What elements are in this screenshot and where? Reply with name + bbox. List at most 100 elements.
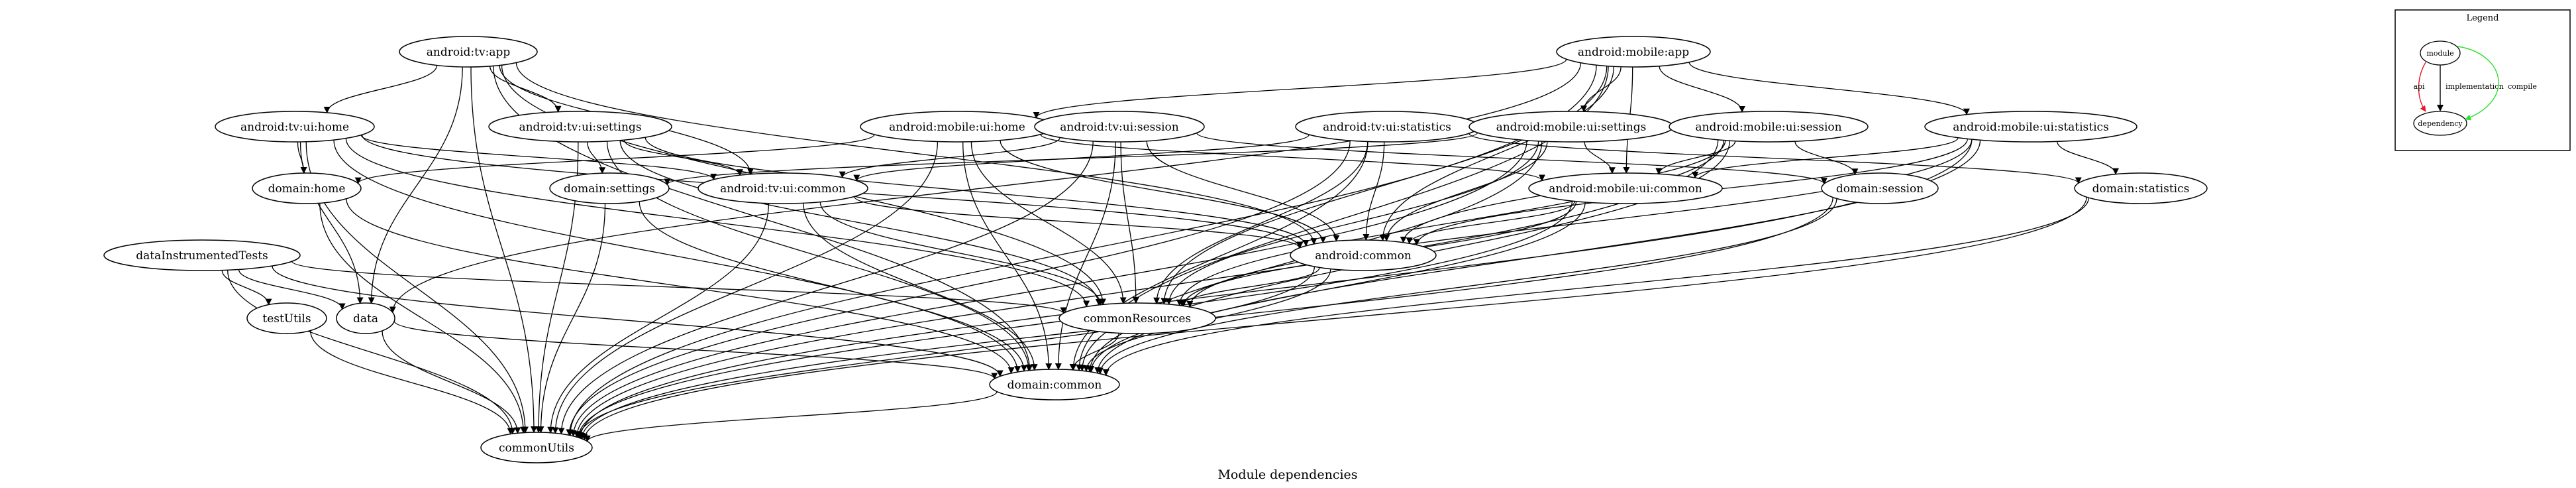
edge-mobile-ui-home-to-android-common [1000,140,1327,243]
node-common-utils: commonUtils [480,432,593,463]
edge-tv-ui-statistics-to-tv-ui-common [853,134,1310,182]
node-label: domain:home [268,182,346,196]
edge-data-to-common-utils [382,330,521,434]
node-label: android:tv:ui:statistics [1323,121,1451,134]
node-test-utils: testUtils [246,302,327,334]
edge-domain-settings-to-domain-common [639,201,1027,372]
legend-dependency-label: dependency [2418,119,2463,128]
edge-data-instrumented-tests-to-domain-common [272,266,1004,377]
edge-tv-ui-settings-to-common-resources [619,140,1102,306]
node-domain-common: domain:common [989,369,1120,400]
edge-mobile-ui-session-to-common-resources [1176,140,1724,306]
edge-tv-ui-common-to-common-resources [819,202,1104,306]
node-mobile-ui-settings: android:mobile:ui:settings [1468,111,1674,143]
edge-mobile-ui-statistics-to-mobile-ui-common [1692,137,1959,178]
node-mobile-ui-home: android:mobile:ui:home [860,111,1055,143]
node-label: domain:settings [564,182,655,196]
edge-mobile-ui-settings-to-domain-settings [664,132,1478,186]
node-tv-ui-common: android:tv:ui:common [697,172,868,204]
edge-android-common-to-common-utils [576,267,1315,439]
edge-tv-ui-session-to-common-resources [1120,141,1139,304]
edge-mobile-ui-statistics-to-common-resources [1186,139,1973,308]
legend-api-label: api [2413,82,2425,91]
edge-tv-ui-home-to-domain-common [333,139,1021,373]
edge-tv-ui-statistics-to-common-utils [566,140,1351,436]
edge-mobile-app-to-data [389,62,1582,314]
node-mobile-ui-common: android:mobile:ui:common [1528,172,1723,204]
node-tv-ui-home: android:tv:ui:home [215,111,375,143]
edge-tv-ui-common-to-domain-common [803,203,1038,371]
edge-tv-ui-settings-to-domain-settings [587,141,606,174]
node-label: android:mobile:ui:session [1695,121,1841,134]
node-domain-statistics: domain:statistics [2074,172,2208,204]
edge-data-to-domain-common [393,320,998,380]
edge-domain-statistics-to-common-utils [581,197,2087,441]
node-shape [989,369,1120,400]
node-shape [1058,302,1216,334]
edge-tv-ui-session-to-domain-common [1055,141,1116,370]
edge-tv-app-to-tv-ui-settings [489,66,562,113]
edge-mobile-ui-home-to-domain-common [962,141,1053,371]
edge-tv-ui-common-to-android-common [854,196,1303,249]
edge-tv-ui-home-to-tv-ui-common [360,135,717,180]
edge-tv-ui-statistics-to-common-resources [1153,141,1368,304]
node-shape [336,302,395,334]
edge-domain-home-to-common-utils [319,203,527,434]
node-label: android:mobile:ui:statistics [1953,121,2109,134]
node-shape [1924,111,2138,143]
edge-data-instrumented-tests-to-common-resources [291,261,1067,314]
legend-api-edge [2418,62,2426,112]
edge-mobile-ui-settings-to-mobile-ui-common [1584,141,1616,174]
node-shape [246,302,327,334]
node-label: android:common [1315,249,1412,263]
edge-mobile-ui-settings-to-common-resources [1165,141,1539,305]
edge-mobile-app-to-common-resources [1160,66,1608,305]
legend-implementation-label: implementation [2446,82,2504,91]
legend-compile-label: compile [2508,82,2537,91]
edge-data-instrumented-tests-to-data [238,269,346,310]
node-android-common: android:common [1290,239,1437,271]
legend-title: Legend [2466,13,2499,23]
node-label: domain:common [1007,379,1102,392]
edge-tv-ui-settings-to-tv-ui-common [623,139,743,176]
node-mobile-app: android:mobile:app [1556,36,1711,68]
edge-data-instrumented-tests-to-common-utils [227,270,516,435]
node-label: dataInstrumentedTests [136,249,268,263]
edge-tv-ui-session-to-domain-session [1196,132,1828,185]
edge-tv-ui-home-to-data [299,141,364,304]
edge-tv-app-to-tv-ui-home [323,65,438,113]
edge-mobile-ui-settings-to-common-utils [570,140,1527,437]
edge-tv-app-to-common-utils [470,66,537,433]
node-tv-ui-session: android:tv:ui:session [1034,111,1205,143]
legend: Legend module dependency api implementat… [2395,9,2571,151]
edge-mobile-ui-session-to-mobile-ui-common [1655,141,1736,175]
edge-mobile-ui-home-to-domain-home [354,134,875,184]
edge-mobile-ui-statistics-to-domain-statistics [2057,141,2119,175]
node-tv-ui-statistics: android:tv:ui:statistics [1295,111,1479,143]
node-shape [215,111,375,143]
node-label: android:mobile:ui:home [889,121,1025,134]
edge-mobile-ui-settings-to-android-common [1383,141,1548,242]
node-data: data [336,302,395,334]
edge-mobile-ui-common-to-domain-common [1088,202,1586,373]
legend-module-label: module [2426,49,2453,58]
edge-tv-ui-common-to-common-utils [547,203,770,434]
edge-common-resources-to-domain-common [1069,333,1119,371]
edge-domain-common-to-common-utils [584,391,998,442]
node-label: domain:session [1836,182,1924,196]
node-shape [1528,172,1723,204]
node-mobile-ui-session: android:mobile:ui:session [1669,111,1869,143]
edge-tv-ui-session-to-common-utils [558,141,1094,435]
node-label: android:tv:app [427,46,511,59]
node-label: testUtils [262,312,311,326]
node-shape [103,239,301,271]
edge-android-common-to-common-resources [1178,267,1320,307]
edge-tv-ui-statistics-to-android-common [1363,141,1385,241]
node-shape [488,111,672,143]
edge-mobile-app-to-android-common [1379,66,1615,241]
edge-tv-ui-statistics-to-domain-statistics [1468,133,2082,184]
node-shape [399,36,538,68]
edge-mobile-app-to-mobile-ui-home [1033,58,1567,119]
edge-mobile-ui-home-to-mobile-ui-common [1040,134,1545,182]
